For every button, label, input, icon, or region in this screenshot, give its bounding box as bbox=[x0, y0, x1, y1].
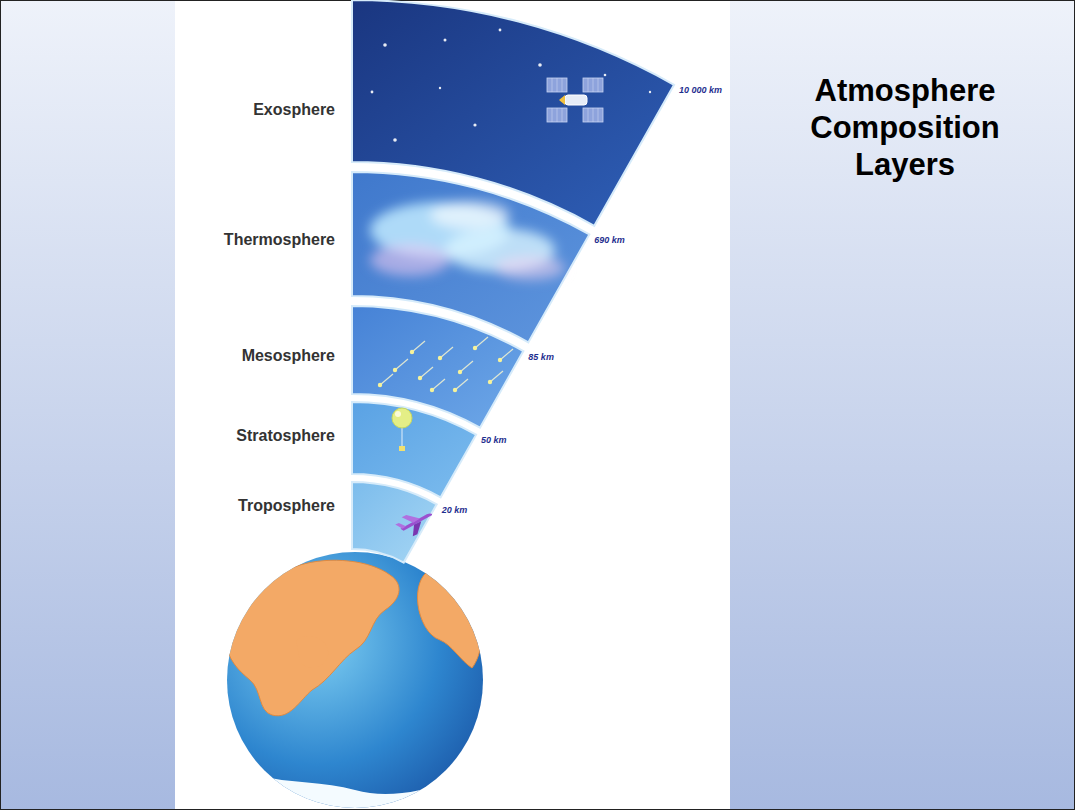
altitude-label: 20 km bbox=[442, 505, 468, 516]
weather-balloon bbox=[392, 408, 412, 451]
airplane-icon bbox=[394, 505, 438, 541]
earth-globe bbox=[225, 552, 483, 810]
satellite-icon bbox=[547, 78, 603, 122]
altitude-label: 85 km bbox=[528, 352, 554, 363]
altitude-label: 690 km bbox=[594, 235, 625, 246]
layer-name: Exosphere bbox=[253, 101, 335, 119]
right-panel bbox=[730, 0, 1075, 810]
layer-name: Thermosphere bbox=[224, 231, 335, 249]
layer-band bbox=[175, 480, 705, 565]
layer-name: Troposphere bbox=[238, 497, 335, 515]
layer-band bbox=[175, 304, 705, 430]
meteors bbox=[378, 337, 513, 392]
aurora-cloud bbox=[370, 201, 565, 280]
atmosphere-layer: Mesosphere 85 km bbox=[175, 304, 705, 430]
layer-name: Stratosphere bbox=[236, 427, 335, 445]
layer-name: Mesosphere bbox=[242, 347, 335, 365]
altitude-label: 10 000 km bbox=[679, 85, 722, 96]
altitude-label: 50 km bbox=[481, 435, 507, 446]
atmosphere-layer: Stratosphere 50 km bbox=[175, 400, 705, 499]
layer-band bbox=[175, 400, 705, 499]
slide-title: Atmosphere Composition Layers bbox=[795, 72, 1015, 183]
atmosphere-layer: Troposphere 20 km bbox=[175, 480, 705, 565]
left-panel bbox=[0, 0, 175, 810]
